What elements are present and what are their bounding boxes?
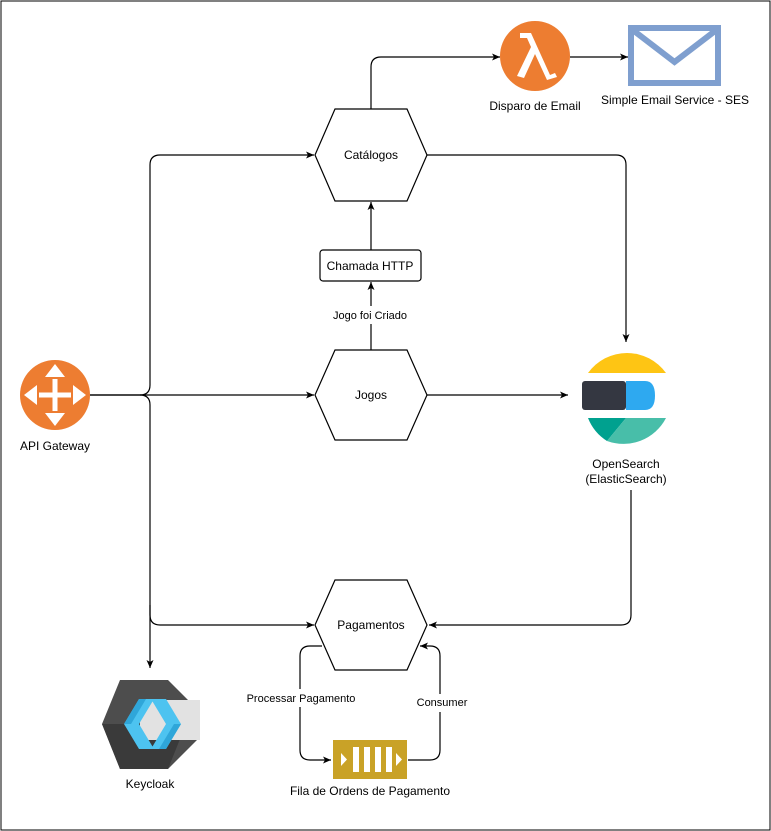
fila-node[interactable]: Fila de Ordens de Pagamento [290,740,450,798]
keycloak-node[interactable]: Keycloak [102,680,200,791]
elasticsearch-icon [582,352,666,444]
catalogos-label: Catálogos [344,148,398,162]
lambda-icon [500,21,570,91]
edge-catalogos-opensearch [427,154,630,342]
api-gateway-node[interactable]: API Gateway [20,360,90,453]
edge-catalogos-lambda [370,53,500,109]
label-bg [243,689,359,707]
pagamentos-label: Pagamentos [337,618,404,632]
disparo-email-label: Disparo de Email [489,99,580,113]
keycloak-icon [102,680,200,769]
router-icon [20,360,90,430]
chamada-http-label: Chamada HTTP [327,259,414,273]
api-gateway-label: API Gateway [20,439,90,453]
chamada-http-box[interactable]: Chamada HTTP [319,249,422,282]
service-jogos[interactable]: Jogos [314,349,428,441]
disparo-email-node[interactable]: Disparo de Email [489,21,581,113]
fila-label: Fila de Ordens de Pagamento [290,784,450,798]
queue-icon [333,740,407,779]
hexagon-shape [314,108,428,202]
ses-node[interactable]: Simple Email Service - SES [601,25,749,107]
edge-label-jogo-criado: Jogo foi Criado [333,310,407,322]
envelope-icon [628,25,721,86]
hexagon-shape [314,579,428,671]
service-pagamentos[interactable]: Pagamentos [314,579,428,671]
edge-label-processar: Processar Pagamento [247,693,356,705]
box-shape [319,249,422,282]
opensearch-label-line1: OpenSearch [592,457,659,471]
opensearch-node[interactable]: OpenSearch (ElasticSearch) [582,352,667,486]
edge-opensearch-pagamentos [429,490,632,629]
hexagon-shape [314,349,428,441]
label-bg [326,306,416,324]
ses-label: Simple Email Service - SES [601,93,749,107]
jogos-label: Jogos [355,388,387,402]
service-catalogos[interactable]: Catálogos [314,108,428,202]
edge-gateway-catalogos [90,151,314,396]
edge-label-consumer: Consumer [417,697,468,709]
edge-gateway-pagamentos [139,394,314,629]
opensearch-label-line2: (ElasticSearch) [585,472,666,486]
keycloak-label: Keycloak [126,777,176,791]
label-bg [413,694,471,712]
